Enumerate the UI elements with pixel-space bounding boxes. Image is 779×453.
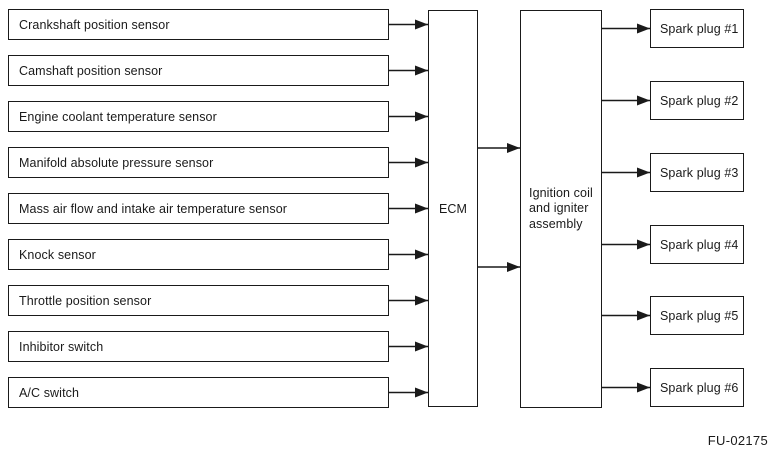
box-label: Manifold absolute pressure sensor — [19, 155, 214, 170]
box-spark-plug-2: Spark plug #2 — [650, 81, 744, 120]
box-label: Spark plug #1 — [660, 21, 739, 36]
box-label: Camshaft position sensor — [19, 63, 163, 78]
box-label: Throttle position sensor — [19, 293, 152, 308]
figure-code: FU-02175 — [707, 433, 768, 448]
box-engine-coolant-temperature-sensor: Engine coolant temperature sensor — [8, 101, 389, 132]
box-spark-plug-1: Spark plug #1 — [650, 9, 744, 48]
box-spark-plug-5: Spark plug #5 — [650, 296, 744, 335]
box-camshaft-position-sensor: Camshaft position sensor — [8, 55, 389, 86]
box-label: Spark plug #2 — [660, 93, 739, 108]
box-crankshaft-position-sensor: Crankshaft position sensor — [8, 9, 389, 40]
box-spark-plug-3: Spark plug #3 — [650, 153, 744, 192]
box-label: A/C switch — [19, 385, 80, 400]
box-label: Crankshaft position sensor — [19, 17, 170, 32]
box-label: ECM — [438, 201, 468, 216]
box-mass-air-flow-sensor: Mass air flow and intake air temperature… — [8, 193, 389, 224]
box-label: Knock sensor — [19, 247, 96, 262]
box-throttle-position-sensor: Throttle position sensor — [8, 285, 389, 316]
box-label: Inhibitor switch — [19, 339, 104, 354]
box-spark-plug-4: Spark plug #4 — [650, 225, 744, 264]
box-inhibitor-switch: Inhibitor switch — [8, 331, 389, 362]
box-ac-switch: A/C switch — [8, 377, 389, 408]
box-knock-sensor: Knock sensor — [8, 239, 389, 270]
box-manifold-absolute-pressure-sensor: Manifold absolute pressure sensor — [8, 147, 389, 178]
box-ecm: ECM — [428, 10, 478, 407]
box-spark-plug-6: Spark plug #6 — [650, 368, 744, 407]
box-label: Spark plug #6 — [660, 380, 739, 395]
box-label: Mass air flow and intake air temperature… — [19, 201, 288, 216]
box-label: Spark plug #3 — [660, 165, 739, 180]
box-label: Spark plug #5 — [660, 308, 739, 323]
box-label: Ignition coil and igniter assembly — [529, 185, 593, 231]
box-label: Engine coolant temperature sensor — [19, 109, 217, 124]
box-ignition-coil-igniter-assembly: Ignition coil and igniter assembly — [520, 10, 602, 408]
box-label: Spark plug #4 — [660, 237, 739, 252]
